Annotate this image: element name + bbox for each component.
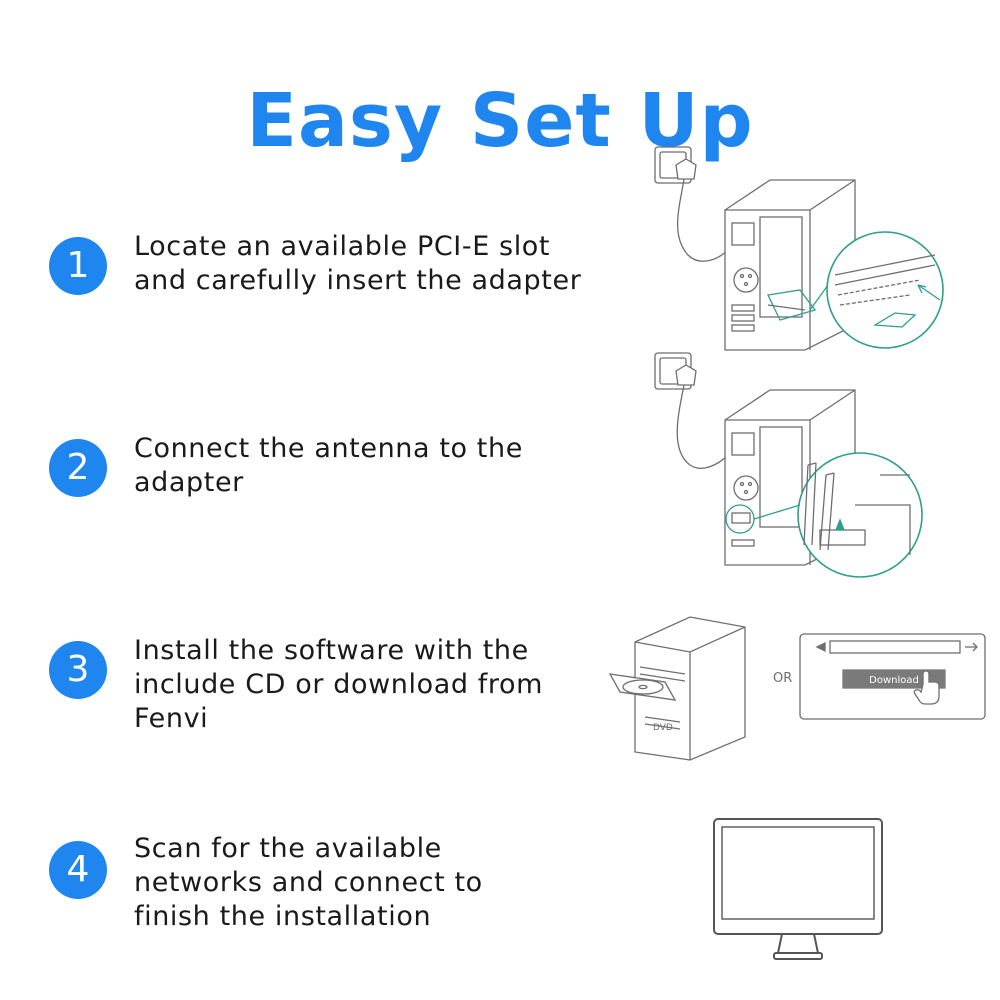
install-software-illustration: DVD OR Download	[605, 612, 995, 762]
step-3-badge: 3	[49, 641, 107, 699]
step-4-badge: 4	[49, 841, 107, 899]
page-title: Easy Set Up	[246, 77, 754, 164]
svg-text:DVD: DVD	[653, 723, 673, 733]
step-3-text: Install the software with the include CD…	[134, 635, 544, 734]
monitor-illustration	[710, 815, 890, 965]
download-button-label: Download	[869, 675, 919, 686]
step-4-text: Scan for the available networks and conn…	[134, 833, 483, 932]
or-label: OR	[773, 671, 792, 686]
step-2-text: Connect the antenna to the adapter	[134, 433, 523, 498]
step-1-text: Locate an available PCI-E slot and caref…	[134, 231, 582, 296]
step-2-badge: 2	[49, 439, 107, 497]
antenna-connect-illustration	[640, 345, 940, 585]
step-1-badge: 1	[49, 237, 107, 295]
pcie-insert-illustration	[640, 135, 950, 360]
